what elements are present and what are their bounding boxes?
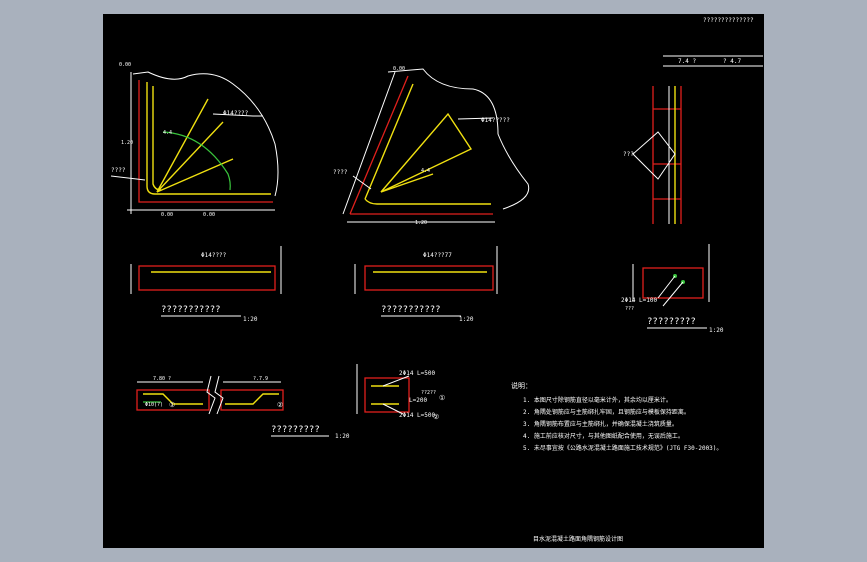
section-right: 2Φ14 L=100 ??? ????????? 1:20: [621, 244, 724, 334]
section-left-rect: [138, 265, 276, 291]
section-right-bar1: 2Φ14 L=100: [621, 297, 658, 304]
bottom-left-circle-2: ②: [277, 401, 283, 409]
top-middle-bar-label: Φ14?????: [481, 117, 510, 124]
section-right-scale: 1:20: [709, 327, 724, 334]
note-item-5: 5. 未尽事宜按《公路水泥混凝土路面施工技术规范》(JTG F30-2003)。: [523, 444, 722, 452]
bottom-middle-detail: 2Φ14 L=500 ??2?? L=200 2Φ14 L=500 ① ②: [356, 364, 445, 421]
bottom-left-dim-2: ?.7.9: [253, 376, 268, 382]
dim-label-m3: 1.20: [415, 220, 427, 226]
corner-detail-middle: Φ14????? ???? 0.00 1.20 4.4: [333, 66, 530, 226]
section-mid-bar-label: Φ14???77: [423, 252, 452, 259]
dim-top: [663, 55, 763, 67]
note-item-1: 1. 本图尺寸除钢筋直径以毫米计外，其余均以厘米计。: [523, 396, 672, 404]
section-left-bar-label: Φ14????: [201, 252, 227, 259]
corner-bar-inner: [152, 86, 162, 191]
side-detail-label: ???: [623, 151, 634, 158]
bottom-mid-bar-mid: ??2??: [421, 390, 436, 396]
diag-bar-2: [156, 158, 234, 193]
section-mid-dims: [354, 246, 498, 294]
bottom-left-detail: 7.80 ? ?.7.9 Φ10(?) ① ② ????????? 1:20: [136, 375, 350, 440]
corner-detail-left: Φ14???? ???? 0.00 1.20 0.00 0.00 4.4: [110, 62, 279, 218]
corner-bar-outer: [146, 82, 271, 195]
bottom-left-bar: Φ10(?): [145, 402, 163, 408]
dim-label-1: 0.00: [119, 62, 131, 68]
section-right-rect: [642, 267, 704, 299]
diag-bar-group: [380, 112, 473, 193]
bottom-left-rect-b: [220, 389, 284, 411]
diag-bar-1: [156, 98, 209, 193]
corner-bar-outer-2: [364, 83, 491, 205]
diag-bar-3: [156, 121, 224, 193]
dim-label-m2: 4.4: [421, 168, 430, 174]
bottom-left-rect-a: [136, 389, 210, 411]
bottom-mid-rect: [364, 377, 410, 413]
bottom-mid-bars: [371, 385, 399, 405]
diag-bar-4: [380, 173, 434, 193]
bent-bar-a: [143, 393, 203, 405]
section-left: Φ14???? ??????????? 1:20: [130, 246, 282, 323]
section-mid-rect: [364, 265, 494, 291]
bent-bar-b: [225, 393, 279, 405]
cad-drawing: ?????????????? Φ14???? ???? 0.00 1.20 0.…: [110, 17, 763, 543]
section-left-caption: ???????????: [161, 305, 221, 315]
top-left-bar-label: Φ14????: [223, 110, 249, 117]
section-right-caption: ?????????: [647, 317, 696, 327]
bottom-mid-bar-top: 2Φ14 L=500: [399, 370, 436, 377]
break-line: [132, 71, 279, 197]
dim-label-4: 1.20: [121, 140, 133, 146]
dim-label-5: 0.00: [203, 212, 215, 218]
bottom-left-scale: 1:20: [335, 433, 350, 440]
slab-edge: [138, 80, 273, 203]
leader-bar: [212, 113, 263, 117]
section-left-dims: [130, 246, 282, 294]
bottom-mid-bar-bot: 2Φ14 L=500: [399, 412, 436, 419]
dimension-lines: [127, 72, 275, 214]
leader-bar-2: [457, 117, 494, 120]
drawing-sheet: ?????????????? Φ14???? ???? 0.00 1.20 0.…: [103, 14, 764, 548]
dim-label-m1: 0.00: [393, 66, 405, 72]
bottom-mid-circle-2: ②: [433, 413, 439, 421]
notes: 说明： 1. 本图尺寸除钢筋直径以毫米计外，其余均以厘米计。 2. 角隅处钢筋应…: [511, 381, 722, 452]
section-mid-scale: 1:20: [459, 316, 474, 323]
dimension-lines-2: [342, 71, 495, 223]
top-left-side-label: ????: [111, 167, 126, 174]
top-dim-a: 7.4 ?: [678, 58, 696, 65]
notes-heading: 说明：: [511, 381, 532, 390]
break-line-2: [387, 68, 530, 210]
bottom-mid-leaders: [382, 375, 410, 415]
section-mid-caption: ???????????: [381, 305, 441, 315]
section-right-dims: [632, 244, 710, 302]
section-middle: Φ14???77 ??????????? 1:20: [354, 246, 498, 323]
side-triangle: [632, 131, 676, 180]
arc-dim: [162, 131, 231, 191]
dim-label-3: 0.00: [161, 212, 173, 218]
slab-joints: [653, 108, 681, 200]
section-left-scale: 1:20: [243, 316, 258, 323]
bottom-mid-circle-1: ①: [439, 394, 445, 402]
top-middle-side-label: ????: [333, 169, 348, 176]
bottom-left-caption: ?????????: [271, 425, 320, 435]
note-item-3: 3. 角隅钢筋布置应与主筋绑扎，并确保混凝土浇筑质量。: [523, 420, 678, 428]
section-right-bar2: ???: [625, 306, 634, 312]
break-mark: [206, 375, 224, 415]
note-item-2: 2. 角隅处钢筋应与主筋绑扎牢固，且钢筋应与模板保持距离。: [523, 408, 690, 416]
dim-label-2: 4.4: [163, 130, 172, 136]
section-right-leaders: [657, 275, 684, 307]
drawing-title: 目水泥混凝土路面角隅钢筋设计图: [533, 535, 623, 543]
title-block-code: ??????????????: [703, 17, 754, 24]
bottom-left-circle-1: ①: [169, 401, 175, 409]
bottom-left-dim-1: 7.80 ?: [153, 376, 171, 382]
slab-edge-2: [349, 75, 493, 215]
note-item-4: 4. 施工前应核对尺寸，与其他图纸配合使用，无误后施工。: [523, 432, 684, 440]
slab-edges-3: [652, 86, 682, 224]
leader-side: [110, 175, 146, 181]
side-detail: 7.4 ? ? 4.7 ???: [623, 55, 763, 224]
bottom-mid-bar-mid2: L=200: [409, 397, 427, 404]
top-dim-b: ? 4.7: [723, 58, 741, 65]
